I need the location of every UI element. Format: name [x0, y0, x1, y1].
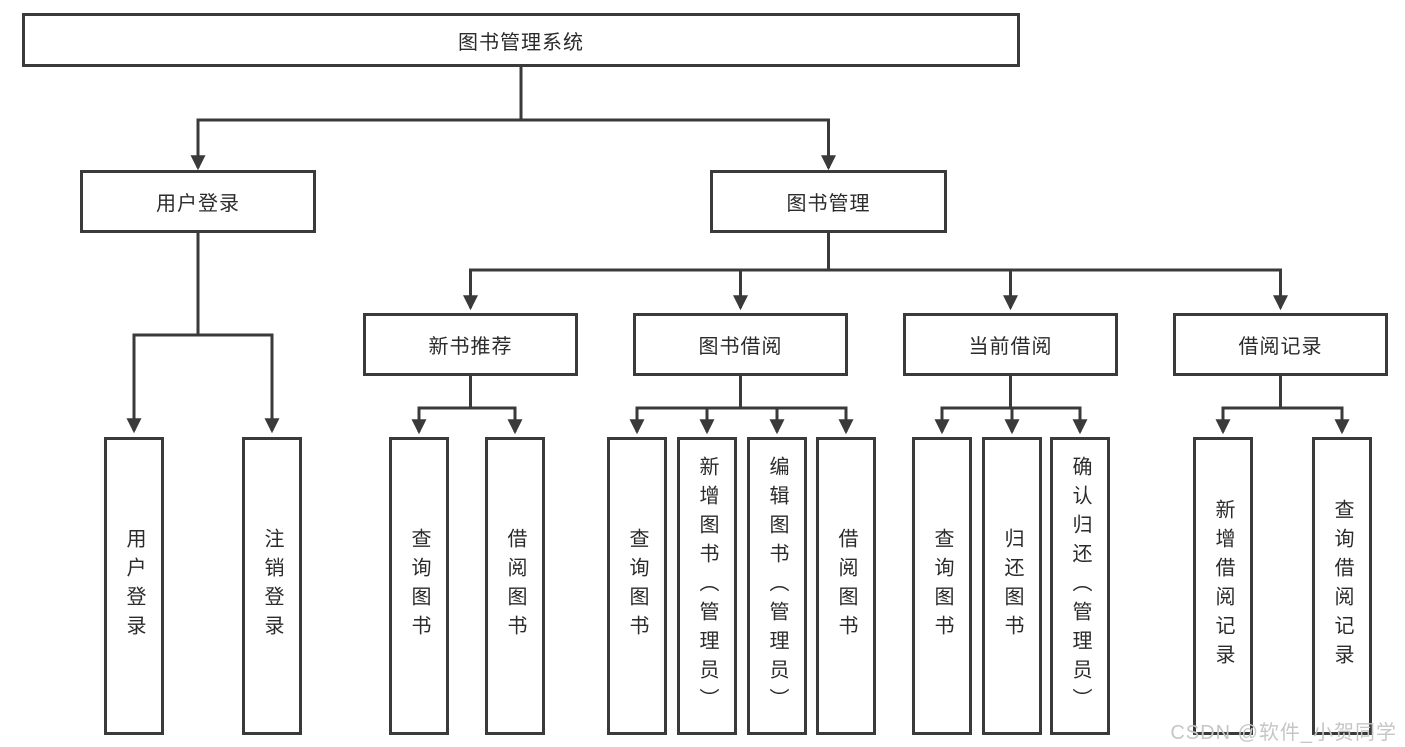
edges-records-to-leaves	[1215, 374, 1350, 435]
edges-current-to-leaves	[934, 374, 1088, 435]
leaf-label: 新增借阅记录	[1212, 499, 1234, 673]
leaf-label: 查询图书	[408, 528, 430, 644]
edges-root-to-level2	[190, 66, 836, 171]
leaf-query-books-current: 查询图书	[912, 437, 972, 735]
edges-user-login-to-leaves	[126, 232, 280, 434]
edges-book-mgmt-to-level3	[463, 232, 1288, 311]
leaf-borrow-books: 借阅图书	[816, 437, 876, 735]
node-book-borrow: 图书借阅	[633, 313, 848, 376]
leaf-label: 借阅图书	[504, 528, 526, 644]
leaf-label: 新增图书（管理员）	[696, 455, 718, 717]
edges-new-rec-to-leaves	[411, 374, 523, 435]
node-label: 用户登录	[156, 193, 240, 215]
leaf-label: 查询借阅记录	[1331, 499, 1353, 673]
node-book-management: 图书管理	[710, 170, 947, 233]
leaf-edit-books-admin: 编辑图书（管理员）	[747, 437, 807, 735]
leaf-label: 用户登录	[123, 528, 145, 644]
leaf-label: 确认归还（管理员）	[1069, 455, 1091, 717]
leaf-label: 借阅图书	[835, 528, 857, 644]
leaf-add-borrow-record: 新增借阅记录	[1193, 437, 1253, 735]
edges-borrow-to-leaves	[629, 374, 854, 435]
leaf-query-books-borrow: 查询图书	[607, 437, 667, 735]
node-new-book-recommend: 新书推荐	[363, 313, 578, 376]
node-label: 新书推荐	[428, 336, 513, 358]
leaf-logout: 注销登录	[242, 437, 302, 735]
leaf-query-borrow-record: 查询借阅记录	[1312, 437, 1372, 735]
node-label: 当前借阅	[968, 336, 1053, 358]
leaf-user-login: 用户登录	[104, 437, 164, 735]
leaf-borrow-books-recommend: 借阅图书	[485, 437, 545, 735]
node-user-login: 用户登录	[80, 170, 316, 233]
leaf-label: 归还图书	[1001, 528, 1023, 644]
leaf-add-books-admin: 新增图书（管理员）	[677, 437, 737, 735]
node-label: 借阅记录	[1238, 336, 1323, 358]
csdn-watermark: CSDN @软件_小贺同学	[1170, 722, 1397, 744]
node-current-borrow: 当前借阅	[903, 313, 1118, 376]
leaf-confirm-return-admin: 确认归还（管理员）	[1050, 437, 1110, 735]
leaf-label: 编辑图书（管理员）	[766, 455, 788, 717]
leaf-return-books: 归还图书	[982, 437, 1042, 735]
node-label: 图书管理	[786, 193, 871, 215]
leaf-label: 查询图书	[626, 528, 648, 644]
node-root-library-system: 图书管理系统	[22, 13, 1020, 67]
node-borrow-records: 借阅记录	[1173, 313, 1388, 376]
leaf-label: 查询图书	[931, 528, 953, 644]
node-label: 图书管理系统	[458, 31, 584, 54]
leaf-label: 注销登录	[261, 528, 283, 644]
leaf-query-books-recommend: 查询图书	[389, 437, 449, 735]
node-label: 图书借阅	[698, 336, 783, 358]
